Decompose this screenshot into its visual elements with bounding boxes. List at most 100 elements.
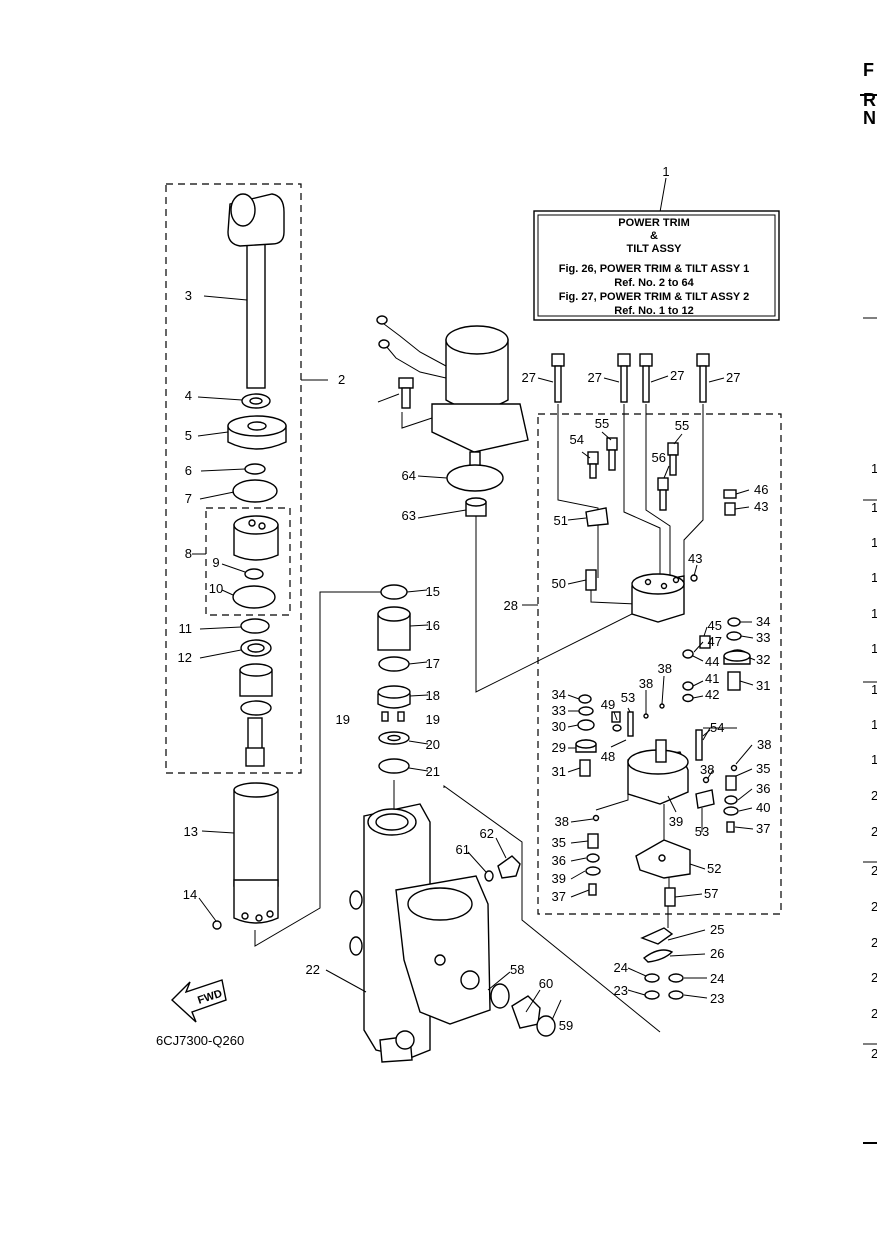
callout-line: Ref. No. 1 to 12	[614, 305, 693, 317]
edge-digit: 2	[871, 824, 877, 839]
part-number-label: 19	[426, 712, 440, 727]
part-number-label: 54	[710, 720, 724, 735]
leader-line	[551, 999, 562, 1021]
ball	[659, 703, 665, 709]
leader-line	[570, 818, 594, 823]
circlip	[536, 1015, 556, 1037]
o-ring	[644, 973, 660, 983]
leader-line	[692, 695, 704, 699]
part-number-label: 51	[554, 513, 568, 528]
plug	[723, 489, 737, 499]
washer	[726, 631, 742, 641]
coupling-top	[465, 497, 487, 507]
part-number-label: 38	[700, 762, 714, 777]
nut	[240, 700, 272, 716]
part-number-label: 27	[588, 370, 602, 385]
leader-line	[197, 396, 243, 401]
spring	[585, 569, 597, 591]
body-bore-inner	[375, 813, 409, 831]
part-number-label: 27	[670, 368, 684, 383]
leader-line	[702, 729, 711, 737]
body-housing-port	[407, 887, 473, 921]
part-number-label: 29	[552, 740, 566, 755]
washer	[578, 694, 592, 704]
part-number-label: 39	[669, 814, 683, 829]
leader-line	[739, 680, 754, 686]
edge-digit: 1	[871, 461, 877, 476]
body-foot-hole	[395, 1030, 415, 1050]
leader-line	[537, 377, 554, 383]
washer	[586, 853, 600, 863]
washer	[727, 617, 741, 627]
part-number-label: 2	[338, 372, 345, 387]
part-number-label: 55	[595, 416, 609, 431]
assembly-line	[475, 516, 637, 693]
o-ring	[682, 693, 694, 703]
plate-hole	[658, 854, 666, 862]
washer	[668, 990, 684, 1000]
leader-line	[734, 506, 750, 510]
part-number-label: 37	[552, 889, 566, 904]
valve	[587, 833, 599, 849]
bolt	[247, 717, 263, 751]
washer	[578, 706, 594, 716]
leader-line	[627, 989, 646, 996]
valve-cap-top	[723, 650, 751, 662]
leader-line	[567, 724, 579, 728]
leader-line	[567, 694, 580, 700]
part-number-label: 42	[705, 687, 719, 702]
part-number-label: 5	[185, 428, 192, 443]
callout-line: TILT ASSY	[627, 243, 683, 255]
leader-line	[409, 694, 429, 697]
edge-digit: 2	[871, 1046, 877, 1061]
pump-port	[672, 576, 680, 584]
part-number-label: 27	[726, 370, 740, 385]
body-pin	[349, 936, 363, 956]
part-number-label: 55	[675, 418, 689, 433]
edge-digit: 2	[871, 1006, 877, 1021]
leader-line	[525, 989, 541, 1013]
part-number-label: 24	[710, 971, 724, 986]
part-number-label: 38	[658, 661, 672, 676]
bolt-head	[551, 353, 565, 367]
right-edge-column: F R N 1 1 1 1 1 1 1 1 1 2 2 2 2 2 2 2 2	[860, 60, 877, 1144]
leader-line	[495, 837, 507, 859]
part-number-label: 13	[184, 824, 198, 839]
leader-line	[734, 826, 754, 830]
leader-line	[408, 740, 429, 745]
leader-line	[409, 624, 429, 627]
part-number-label: 39	[552, 871, 566, 886]
leader-line	[406, 589, 428, 593]
snap-ring	[378, 656, 410, 672]
part-number-label: 52	[707, 861, 721, 876]
bolt-head	[696, 353, 710, 367]
part-number-label: 31	[756, 678, 770, 693]
part-number-label: 18	[426, 688, 440, 703]
leader-line	[590, 590, 637, 605]
left-parts	[212, 193, 394, 947]
valve-plug	[497, 855, 521, 879]
part-number-label: 48	[601, 749, 615, 764]
callout-frame	[533, 210, 780, 321]
part-number-label: 49	[601, 697, 615, 712]
pin	[695, 729, 703, 761]
assembly-line	[557, 404, 599, 578]
leader-line	[567, 517, 587, 521]
leader-line	[595, 784, 629, 811]
rod-end-face	[230, 193, 256, 227]
part-number-label: 58	[510, 962, 524, 977]
part-number-label: 16	[426, 618, 440, 633]
leader-line	[735, 489, 750, 495]
motor-bracket	[431, 403, 529, 453]
pump-parts	[551, 353, 751, 1000]
tilt-cylinder-body	[349, 785, 661, 1063]
part-number-label: 38	[757, 737, 771, 752]
leader-line	[570, 889, 590, 898]
part-number-label: 14	[183, 887, 197, 902]
callout-line: Ref. No. 2 to 64	[614, 277, 694, 289]
part-number-label: 27	[522, 370, 536, 385]
o-ring	[240, 618, 270, 634]
filter	[695, 789, 715, 809]
leader-line	[199, 491, 235, 500]
